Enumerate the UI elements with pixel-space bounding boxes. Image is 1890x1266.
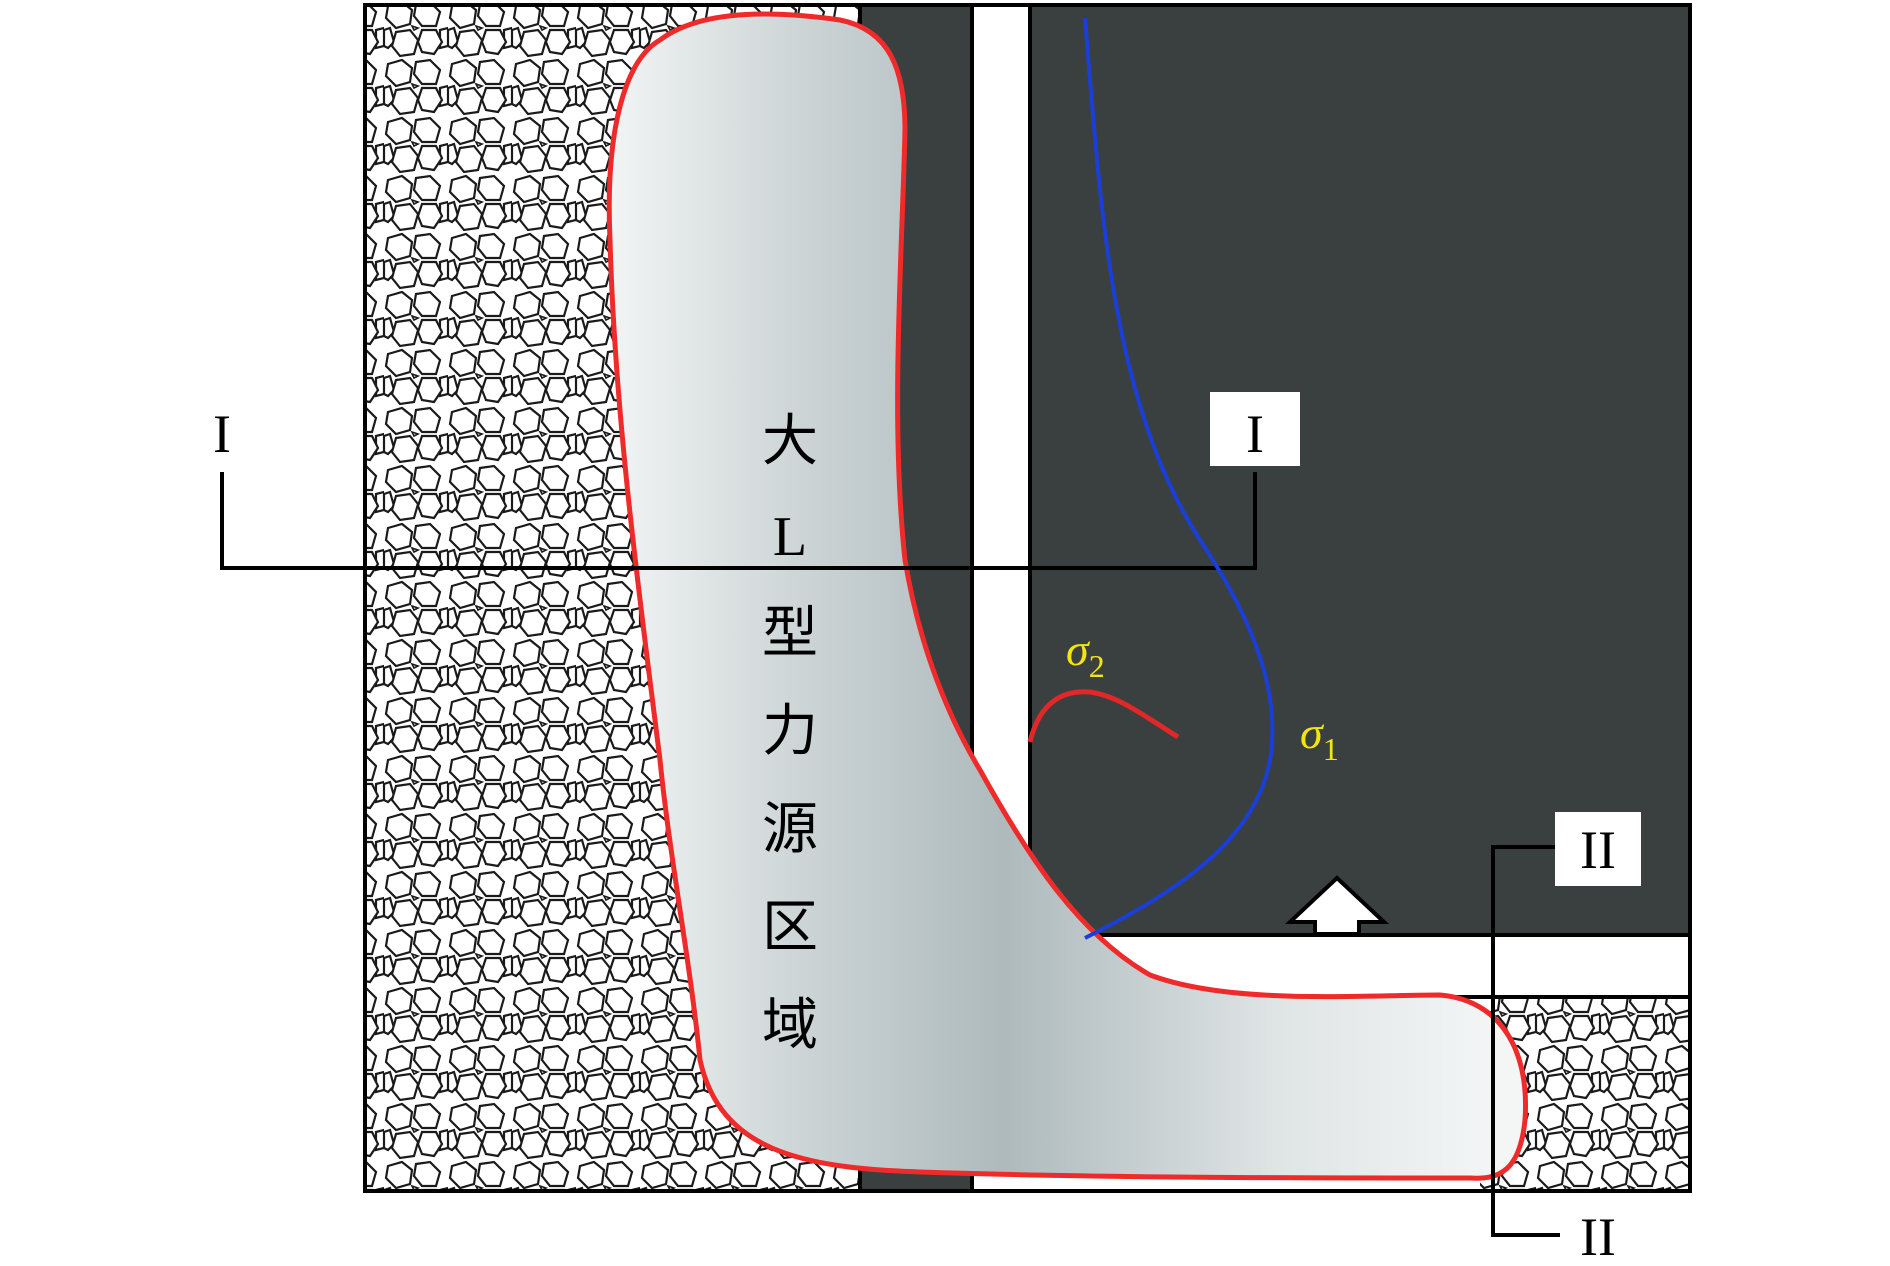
section-I-right-label-box [1210,392,1300,466]
sigma2-symbol: σ [1066,624,1091,675]
sigma2-subscript: 2 [1089,648,1105,684]
up-arrow-icon [1284,875,1390,936]
section-I-right-label: I [1246,404,1264,464]
sigma1-curve [1083,17,1275,940]
section-I-left-label: I [213,404,231,464]
region-label-char-2: L [773,506,807,568]
sigma1-label: σ1 [1300,707,1339,767]
region-label-char-7: 域 [762,993,818,1058]
region-label-char-5: 源 [762,797,818,862]
sigma2-label: σ2 [1066,624,1105,684]
region-label-char-6: 区 [762,895,818,960]
region-label-char-1: 大 [762,409,818,474]
section-line-I [220,472,1257,570]
section-II-bottom-label: II [1580,1207,1616,1266]
region-label: 大 L 型 力 源 区 域 [762,409,818,1058]
section-line-II [1491,845,1560,1237]
section-II-top-label: II [1580,820,1616,880]
section-II-top-label-box [1555,812,1641,886]
region-label-char-4: 力 [762,699,818,764]
sigma2-curve [1027,689,1180,743]
region-label-char-3: 型 [762,601,818,666]
l-source-region [606,11,1529,1181]
sigma1-subscript: 1 [1323,731,1339,767]
coal-block [1030,5,1690,935]
sigma1-symbol: σ [1300,707,1325,758]
